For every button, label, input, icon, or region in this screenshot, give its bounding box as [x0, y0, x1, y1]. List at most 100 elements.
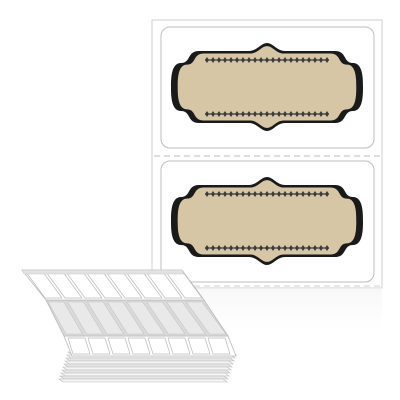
decor-diamond [205, 57, 209, 63]
decor-diamond [307, 245, 311, 251]
decor-diamond [271, 191, 275, 197]
decor-diamond [325, 57, 329, 63]
decor-diamond [229, 111, 233, 117]
decor-diamond [241, 57, 245, 63]
decor-diamond [277, 111, 281, 117]
decor-diamond [277, 57, 281, 63]
decor-diamond [241, 245, 245, 251]
decor-diamond [289, 111, 293, 117]
stack-edge [61, 369, 231, 374]
decor-diamond [247, 57, 251, 63]
decor-diamond [235, 111, 239, 117]
decor-diamond [313, 191, 317, 197]
mini-label [187, 337, 211, 355]
stack-edge [63, 363, 233, 368]
decor-diamond [319, 111, 323, 117]
fold-panel [106, 301, 145, 335]
decor-diamond [313, 245, 317, 251]
fold-panel [86, 301, 125, 335]
decor-diamond [247, 111, 251, 117]
decor-diamond [301, 111, 305, 117]
decor-line-bottom [205, 245, 329, 251]
fold-panel [165, 301, 207, 335]
decor-diamond [277, 191, 281, 197]
decor-diamond [289, 245, 293, 251]
fanfold-label-stack [21, 269, 237, 383]
decor-diamond [205, 191, 209, 197]
stack-edge [62, 366, 232, 371]
decor-line-top [205, 191, 329, 197]
decor-diamond [265, 245, 269, 251]
fold-panel [146, 301, 186, 335]
decor-diamond [325, 111, 329, 117]
decor-diamond [235, 245, 239, 251]
decor-line-bottom [205, 111, 329, 117]
label-fill [177, 180, 357, 262]
decor-diamond [211, 191, 215, 197]
stack-edge [59, 375, 229, 380]
mini-label [147, 337, 171, 355]
decor-diamond [307, 57, 311, 63]
decor-diamond [229, 191, 233, 197]
decor-diamond [265, 191, 269, 197]
decor-diamond [253, 245, 257, 251]
mini-label [67, 337, 91, 355]
stack-edge [60, 372, 230, 377]
decor-diamond [283, 245, 287, 251]
decor-diamond [283, 111, 287, 117]
decor-diamond [271, 245, 275, 251]
decor-diamond [235, 57, 239, 63]
decor-diamond [271, 57, 275, 63]
decor-diamond [283, 57, 287, 63]
decor-diamond [247, 245, 251, 251]
decor-diamond [319, 245, 323, 251]
decor-diamond [223, 111, 227, 117]
stack-edge [58, 378, 228, 383]
decor-diamond [271, 111, 275, 117]
decor-diamond [217, 111, 221, 117]
decor-diamond [259, 111, 263, 117]
top-fold-strip [21, 269, 205, 301]
mini-label [107, 337, 131, 355]
decor-diamond [307, 191, 311, 197]
decor-diamond [211, 57, 215, 63]
decor-diamond [217, 245, 221, 251]
decor-diamond [247, 191, 251, 197]
decor-diamond [205, 111, 209, 117]
decor-diamond [319, 57, 323, 63]
decor-diamond [325, 191, 329, 197]
stack-edge [64, 360, 234, 365]
decor-diamond [295, 245, 299, 251]
fold-panel [47, 301, 84, 335]
ornate-label-top [171, 43, 363, 131]
decor-diamond [289, 57, 293, 63]
label-fill [177, 46, 357, 128]
decor-diamond [301, 245, 305, 251]
decor-diamond [265, 111, 269, 117]
decor-diamond [259, 245, 263, 251]
mini-label [127, 337, 151, 355]
mini-label [207, 337, 231, 355]
decor-diamond [325, 245, 329, 251]
decor-diamond [241, 191, 245, 197]
decor-diamond [295, 57, 299, 63]
ornate-label-bottom [171, 177, 363, 265]
decor-diamond [313, 57, 317, 63]
decor-diamond [253, 111, 257, 117]
decor-diamond [259, 57, 263, 63]
decor-diamond [277, 245, 281, 251]
mini-label [167, 337, 191, 355]
decor-diamond [319, 191, 323, 197]
fold-panel [126, 301, 166, 335]
decor-diamond [211, 111, 215, 117]
decor-diamond [223, 57, 227, 63]
decor-diamond [253, 57, 257, 63]
decor-diamond [253, 191, 257, 197]
decor-diamond [211, 245, 215, 251]
decor-diamond [217, 191, 221, 197]
decor-diamond [217, 57, 221, 63]
decor-diamond [259, 191, 263, 197]
stack-top-face [63, 335, 237, 357]
decor-diamond [223, 245, 227, 251]
